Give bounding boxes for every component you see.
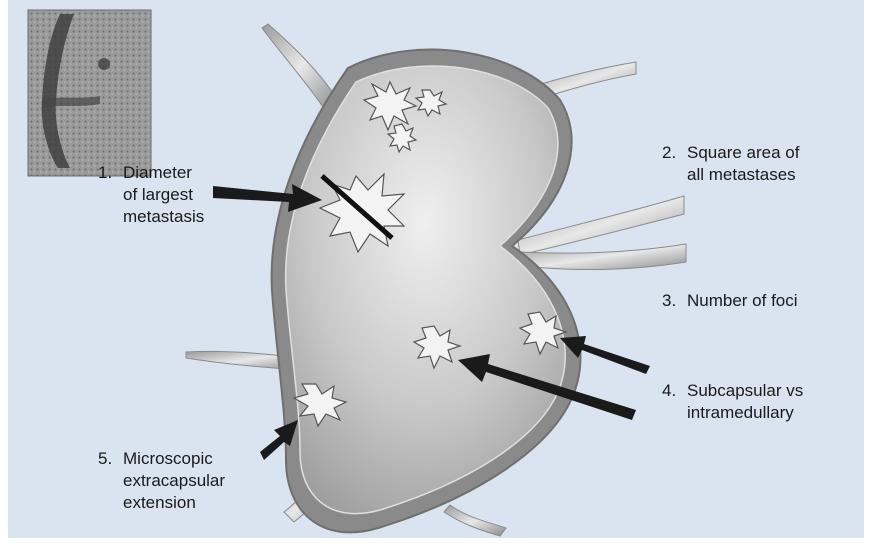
label-line: intramedullary <box>687 402 794 424</box>
histology-micrograph <box>28 10 151 176</box>
label-line: Number of foci <box>687 290 798 312</box>
label-extracapsular-extension: 5. Microscopic extracapsular extension <box>98 448 268 518</box>
label-diameter-largest-metastasis: 1. Diameter of largest metastasis <box>98 162 258 232</box>
label-line: Subcapsular vs <box>687 380 803 402</box>
label-subcapsular-vs-intramedullary: 4. Subcapsular vs intramedullary <box>662 380 852 428</box>
label-line: extracapsular <box>123 470 225 492</box>
label-line: Square area of <box>687 142 799 164</box>
label-square-area: 2. Square area of all metastases <box>662 142 852 190</box>
label-line: metastasis <box>123 206 204 228</box>
label-number: 5. <box>98 448 112 470</box>
label-line: extension <box>123 492 196 514</box>
label-number: 4. <box>662 380 676 402</box>
label-number: 2. <box>662 142 676 164</box>
label-line: all metastases <box>687 164 796 186</box>
label-line: Microscopic <box>123 448 213 470</box>
label-number-of-foci: 3. Number of foci <box>662 290 852 314</box>
label-line: Diameter <box>123 162 192 184</box>
label-line: of largest <box>123 184 193 206</box>
label-number: 1. <box>98 162 112 184</box>
label-number: 3. <box>662 290 676 312</box>
